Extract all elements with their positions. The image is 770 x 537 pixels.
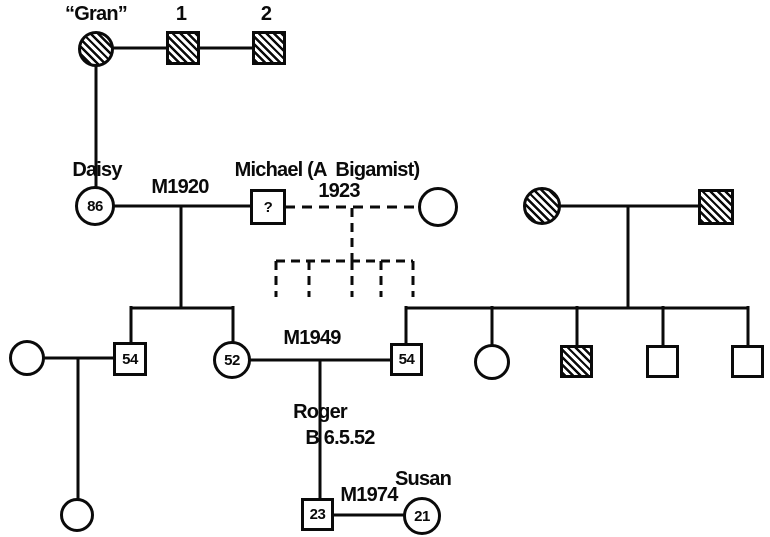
roger-name-label: Roger (293, 401, 348, 423)
person-son54-wife-circle (9, 340, 45, 376)
person-granddaughter-circle (60, 498, 94, 532)
roger-age: 23 (309, 506, 326, 523)
husband-age: 54 (398, 351, 415, 368)
marriage-1920-label: M1920 (151, 176, 209, 198)
michael-status: ? (263, 198, 273, 216)
susan-name-label: Susan (394, 468, 452, 490)
person-roger-square: 23 (301, 498, 334, 531)
person-daisy-circle: 86 (75, 186, 115, 226)
daisy-name-label: Daisy (72, 159, 122, 181)
marriage-1923-label: 1923 (318, 180, 360, 202)
person-second-wife-circle (418, 187, 458, 227)
person-right-mother-shaded-circle (523, 187, 561, 225)
person-right-father-shaded-square (698, 189, 734, 225)
daughter-age: 52 (224, 351, 240, 369)
daisy-age: 86 (87, 197, 103, 215)
marriage-1974-label: M1974 (340, 484, 398, 506)
person-right-son3-square (731, 345, 764, 378)
partner1-label: 1 (175, 3, 187, 25)
person-son54-square: 54 (113, 342, 147, 376)
roger-birth-label: B 6.5.52 (305, 427, 375, 449)
person-daughter52-circle: 52 (213, 341, 251, 379)
person-gran-partner2-shaded-square (252, 31, 286, 65)
son-age: 54 (122, 350, 138, 368)
susan-age: 21 (414, 507, 430, 525)
partner2-label: 2 (260, 3, 272, 25)
person-right-son2-square (646, 345, 679, 378)
person-gran-partner1-shaded-square (166, 31, 200, 65)
person-right-daughter-circle (474, 344, 510, 380)
person-michael-square: ? (250, 189, 286, 225)
person-right-son-shaded-square (560, 345, 593, 378)
marriage-1949-label: M1949 (283, 327, 341, 349)
person-husband54-square: 54 (390, 343, 423, 376)
gran-name-label: “Gran” (65, 3, 128, 25)
michael-name-label: Michael (A Bigamist) (234, 159, 421, 181)
person-gran-shaded-circle (78, 31, 114, 67)
person-susan-circle: 21 (403, 497, 441, 535)
